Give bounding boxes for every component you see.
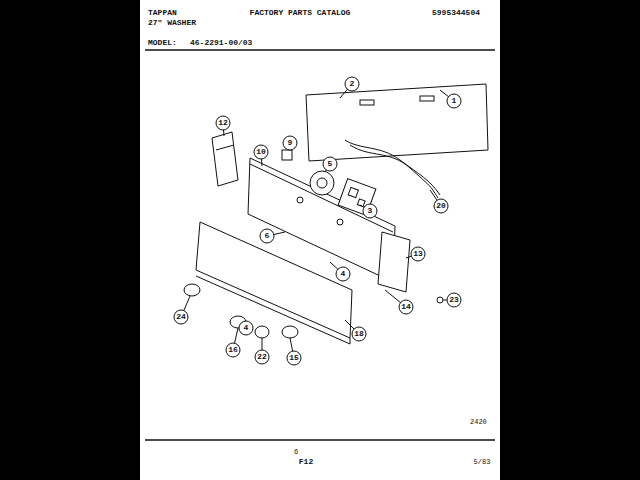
rotary-switch <box>317 178 327 188</box>
knob <box>184 284 200 296</box>
callout-number: 3 <box>368 207 373 215</box>
knob <box>255 326 269 338</box>
pressure-switch <box>212 132 238 186</box>
leader-lines <box>181 84 454 358</box>
screw <box>437 297 443 303</box>
panel-slot <box>360 100 374 105</box>
black-margin <box>0 0 140 480</box>
callout-number: 23 <box>449 296 459 304</box>
back-panel <box>306 84 488 161</box>
panel-lip <box>196 276 350 344</box>
callout-number: 14 <box>401 303 411 311</box>
callout-number: 24 <box>176 313 186 321</box>
date-code: 5/83 <box>474 459 491 466</box>
black-margin <box>500 0 640 480</box>
panel-lip <box>350 338 351 344</box>
callout-number: 13 <box>413 250 423 258</box>
knob <box>282 326 298 338</box>
catalog-number: 5995344504 <box>432 9 480 17</box>
callout-number: 2 <box>350 80 355 88</box>
callout-number: 10 <box>256 148 266 156</box>
drawing-code: 2420 <box>470 419 487 426</box>
callout-number: 4 <box>244 324 249 332</box>
rotary-switch <box>310 171 334 195</box>
product-type: 27" WASHER <box>148 19 196 27</box>
callout-number: 15 <box>289 354 299 362</box>
console-hole <box>337 219 343 225</box>
rule-line <box>145 439 495 441</box>
callout-number: 6 <box>265 232 270 240</box>
page-number: 6 <box>294 449 298 456</box>
model-number: 46-2291-00/03 <box>190 39 252 47</box>
end-cap <box>378 232 410 292</box>
switch-detail <box>216 145 234 150</box>
callout-number: 9 <box>288 139 293 147</box>
callout-circles <box>174 77 461 365</box>
timer-detail <box>348 187 358 197</box>
console-edge <box>250 164 393 232</box>
panel-slot <box>420 96 434 101</box>
callout-number: 5 <box>328 160 333 168</box>
callout-number: 22 <box>257 353 267 361</box>
callout-number: 16 <box>228 346 238 354</box>
callout-number: 4 <box>341 270 346 278</box>
brand-name: TAPPAN <box>148 9 177 17</box>
small-part <box>282 150 292 160</box>
front-panel <box>196 222 352 338</box>
callout-number: 1 <box>452 97 457 105</box>
catalog-title: FACTORY PARTS CATALOG <box>250 9 351 17</box>
callout-number: 20 <box>436 202 446 210</box>
timer <box>338 179 376 216</box>
callout-number: 12 <box>218 119 228 127</box>
callout-number: 18 <box>354 330 364 338</box>
figure-number: F12 <box>299 458 313 466</box>
model-label: MODEL: <box>148 39 177 47</box>
rule-line <box>145 49 495 51</box>
console-hole <box>297 197 303 203</box>
